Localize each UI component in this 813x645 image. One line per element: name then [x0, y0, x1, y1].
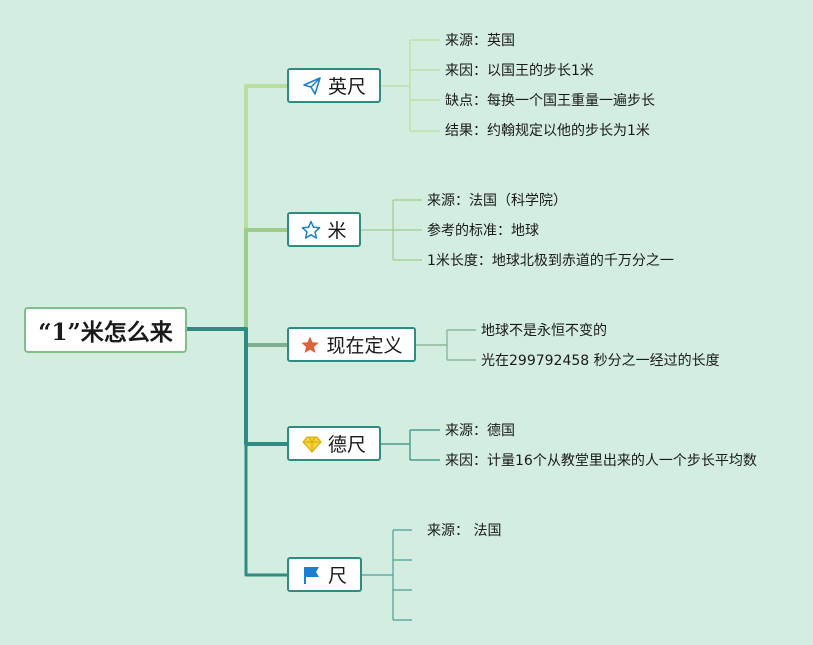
- branch-topic-xianzaidingyi[interactable]: 现在定义: [287, 327, 416, 362]
- connector-root-branch-3: [185, 327, 289, 347]
- leaf-topic[interactable]: 来源：法国（科学院）: [427, 193, 567, 209]
- connector-root-branch-1: [185, 84, 289, 331]
- root-topic[interactable]: “1”米怎么来: [24, 307, 187, 353]
- leaf-topic[interactable]: 地球不是永恒不变的: [481, 323, 607, 339]
- leaf-topic[interactable]: 1米长度：地球北极到赤道的千万分之一: [427, 253, 674, 269]
- branch-topic-dechi[interactable]: 德尺: [287, 426, 381, 461]
- leaf-lines-branch-5: [362, 529, 412, 621]
- leaf-lines-branch-3: [416, 329, 476, 361]
- leaf-topic[interactable]: 参考的标准：地球: [427, 223, 539, 239]
- flag-icon: [302, 565, 322, 585]
- diamond-icon: [302, 434, 322, 454]
- paper-plane-icon: [302, 76, 322, 96]
- branch-topic-label: 现在定义: [326, 335, 403, 357]
- leaf-topic[interactable]: 来源： 法国: [427, 523, 502, 539]
- leaf-topic[interactable]: 缺点：每换一个国王重量一遍步长: [445, 93, 655, 109]
- connector-root-branch-2: [244, 228, 289, 331]
- star-filled-icon: [300, 335, 320, 355]
- branch-topic-yingchi[interactable]: 英尺: [287, 68, 381, 103]
- leaf-lines-branch-1: [381, 39, 440, 132]
- leaf-topic[interactable]: 来因：计量16个从教堂里出来的人一个步长平均数: [445, 453, 757, 469]
- leaf-topic[interactable]: 来因：以国王的步长1米: [445, 63, 594, 79]
- leaf-topic[interactable]: 光在299792458 秒分之一经过的长度: [481, 353, 720, 369]
- branch-topic-mi[interactable]: 米: [287, 212, 361, 247]
- leaf-lines-branch-2: [361, 199, 422, 261]
- leaf-topic[interactable]: 结果：约翰规定以他的步长为1米: [445, 123, 650, 139]
- leaf-topic[interactable]: 来源：英国: [445, 33, 515, 49]
- branch-topic-chi[interactable]: 尺: [287, 557, 362, 592]
- leaf-lines-branch-4: [381, 429, 440, 461]
- branch-topic-label: 英尺: [327, 76, 366, 98]
- branch-topic-label: 尺: [327, 565, 347, 587]
- leaf-topic[interactable]: 来源：德国: [445, 423, 515, 439]
- branch-topic-label: 德尺: [327, 434, 366, 456]
- root-topic-label: “1”米怎么来: [38, 319, 173, 346]
- connector-root-branch-5: [244, 327, 289, 577]
- star-outline-icon: [301, 220, 321, 240]
- branch-topic-label: 米: [327, 220, 347, 242]
